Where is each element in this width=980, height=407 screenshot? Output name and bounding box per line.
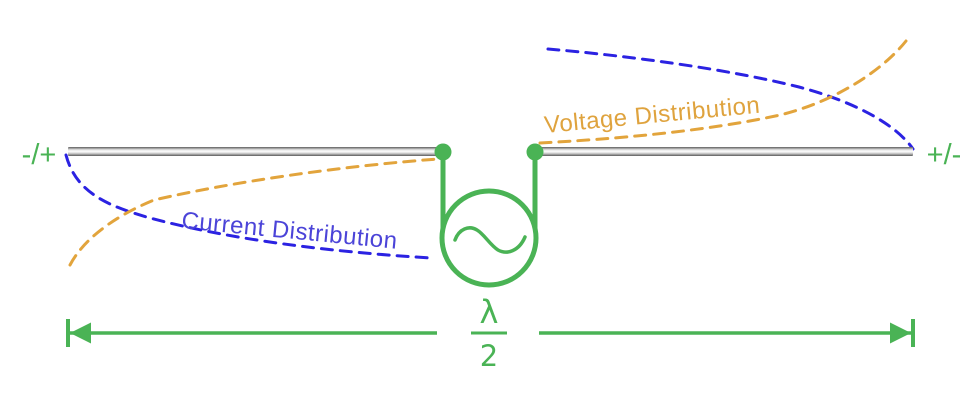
feed-dot-left — [434, 143, 452, 161]
antenna-rod-left — [68, 147, 437, 156]
arrowhead-left-icon — [70, 322, 91, 344]
current-curve-left — [64, 153, 433, 260]
ac-source-circle — [439, 188, 539, 288]
arrowhead-right-icon — [890, 322, 911, 344]
sine-wave-icon — [453, 226, 527, 254]
voltage-distribution-label: Voltage Distribution — [543, 92, 761, 139]
voltage-curve-left — [68, 157, 440, 267]
wavelength-numerator-label: λ — [480, 293, 499, 331]
antenna-rod-right — [541, 147, 913, 156]
left-terminal-label: -/+ — [22, 139, 57, 171]
voltage-curve-right — [538, 39, 908, 145]
wavelength-denominator-label: 2 — [480, 339, 498, 373]
current-curve-right — [546, 47, 915, 151]
current-distribution-label: Current Distribution — [180, 207, 398, 255]
feed-dot-right — [526, 143, 544, 161]
right-terminal-label: +/- — [927, 139, 962, 171]
